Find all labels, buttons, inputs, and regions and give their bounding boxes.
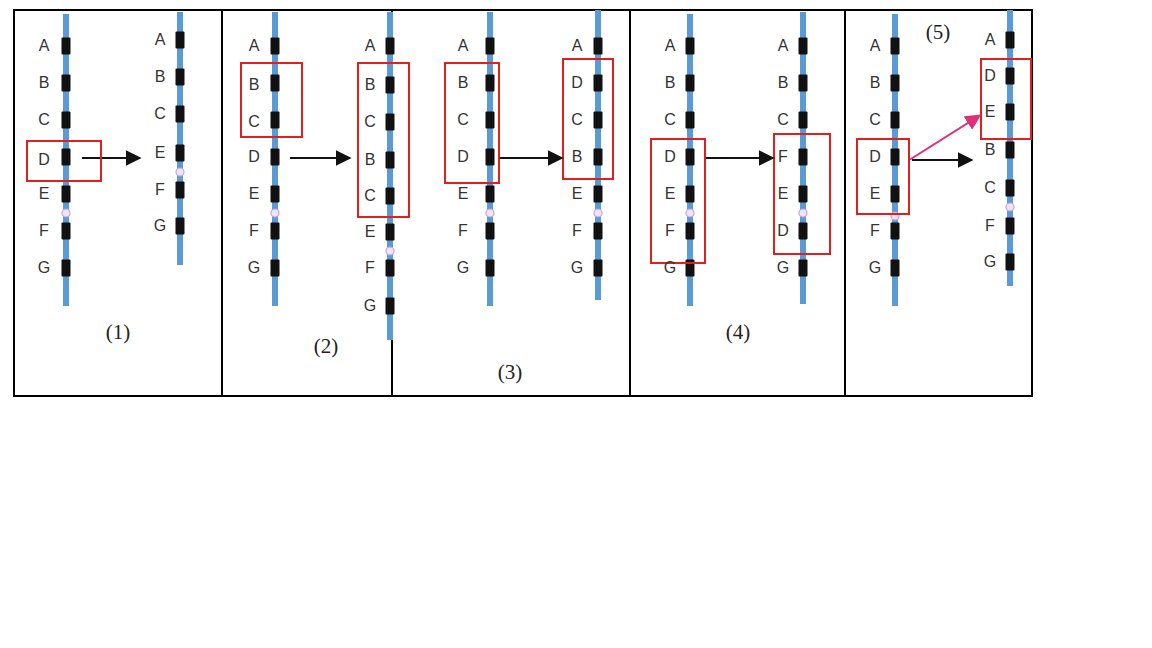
gene-letter: C (777, 111, 789, 129)
gene-letter: B (365, 76, 376, 94)
gene-letter: D (457, 148, 469, 166)
arrow-connector (910, 115, 980, 159)
panel-number: (4) (726, 320, 751, 345)
gene-letter: C (664, 111, 676, 129)
gene-letter: D (777, 222, 789, 240)
gene-letter: B (249, 76, 260, 94)
gene-letter: C (984, 179, 996, 197)
gene-letter: A (249, 37, 260, 55)
gene-letter: D (664, 148, 676, 166)
gene-letter: F (249, 222, 259, 240)
gene-letter: G (571, 259, 583, 277)
gene-letter: B (39, 74, 50, 92)
gene-letter: G (38, 259, 50, 277)
gene-letter: A (572, 37, 583, 55)
gene-letter: C (38, 111, 50, 129)
gene-letter: D (571, 74, 583, 92)
gene-letter: E (778, 185, 789, 203)
gene-letter: B (665, 74, 676, 92)
gene-letter: D (38, 151, 50, 169)
gene-letter: B (985, 141, 996, 159)
gene-letter: B (870, 74, 881, 92)
mutation-segment-box: B C D (444, 62, 500, 184)
gene-letter: A (155, 31, 166, 49)
gene-letter: G (364, 297, 376, 315)
gene-letter: G (248, 259, 260, 277)
panel-number: (3) (498, 360, 523, 385)
arrow-connector (706, 157, 773, 159)
gene-letter: E (365, 223, 376, 241)
gene-letter: G (869, 259, 881, 277)
gene-letter: E (249, 185, 260, 203)
gene-letter: F (365, 259, 375, 277)
gene-letter: F (778, 148, 788, 166)
centromeres (62, 168, 1014, 255)
mutation-segment-box: D C B (562, 58, 614, 180)
gene-letter: C (364, 113, 376, 131)
gene-letter: E (665, 185, 676, 203)
gene-letter: F (155, 181, 165, 199)
gene-letter: C (571, 111, 583, 129)
mutation-segment-box: DE (980, 58, 1032, 140)
panel-number: (1) (106, 320, 131, 345)
mutation-segment-box: D (26, 140, 102, 182)
gene-letter: G (664, 259, 676, 277)
gene-letter: A (985, 31, 996, 49)
gene-letter: B (365, 151, 376, 169)
gene-letter: E (458, 185, 469, 203)
gene-letter: E (155, 144, 166, 162)
gene-letter: E (870, 185, 881, 203)
gene-letter: G (154, 217, 166, 235)
gene-letter: F (985, 217, 995, 235)
gene-letter: A (39, 37, 50, 55)
mutation-segment-box: BCBC (357, 62, 410, 218)
panel-number: (5) (926, 20, 951, 45)
chromosome-bars (63, 10, 1013, 340)
gene-letter: F (572, 222, 582, 240)
gene-letter: G (777, 259, 789, 277)
gene-letter: E (39, 185, 50, 203)
gene-letter: F (870, 222, 880, 240)
gene-letter: B (778, 74, 789, 92)
arrow-connector (500, 157, 562, 159)
gene-letter: C (457, 111, 469, 129)
gene-letter: C (248, 113, 260, 131)
gene-letter: C (869, 111, 881, 129)
panel-frame (14, 10, 1032, 396)
gene-letter: B (458, 74, 469, 92)
gene-letter: G (457, 259, 469, 277)
gene-letter: F (665, 222, 675, 240)
gene-letter: D (984, 67, 996, 85)
gene-letter: B (155, 68, 166, 86)
panel-number: (2) (314, 334, 339, 359)
gene-letter: A (870, 37, 881, 55)
gene-letter: B (572, 148, 583, 166)
gene-letter: C (364, 187, 376, 205)
gene-letter: E (985, 103, 996, 121)
gene-letter: C (154, 105, 166, 123)
chromosome-bands (62, 32, 1015, 315)
gene-letter: F (39, 222, 49, 240)
gene-letter: G (984, 253, 996, 271)
mutation-segment-box: D E F (650, 138, 706, 264)
mutation-segment-box: F E D (773, 133, 831, 255)
layout-arrows (82, 158, 972, 160)
gene-letter: D (248, 148, 260, 166)
gene-letter: E (572, 185, 583, 203)
gene-letter: D (869, 148, 881, 166)
gene-letter: A (365, 37, 376, 55)
gene-letter: A (778, 37, 789, 55)
gene-letter: F (458, 222, 468, 240)
mutation-segment-box: BC (240, 62, 303, 138)
gene-letter: A (665, 37, 676, 55)
mutation-segment-box: DE (856, 138, 910, 215)
gene-letter: A (458, 37, 469, 55)
